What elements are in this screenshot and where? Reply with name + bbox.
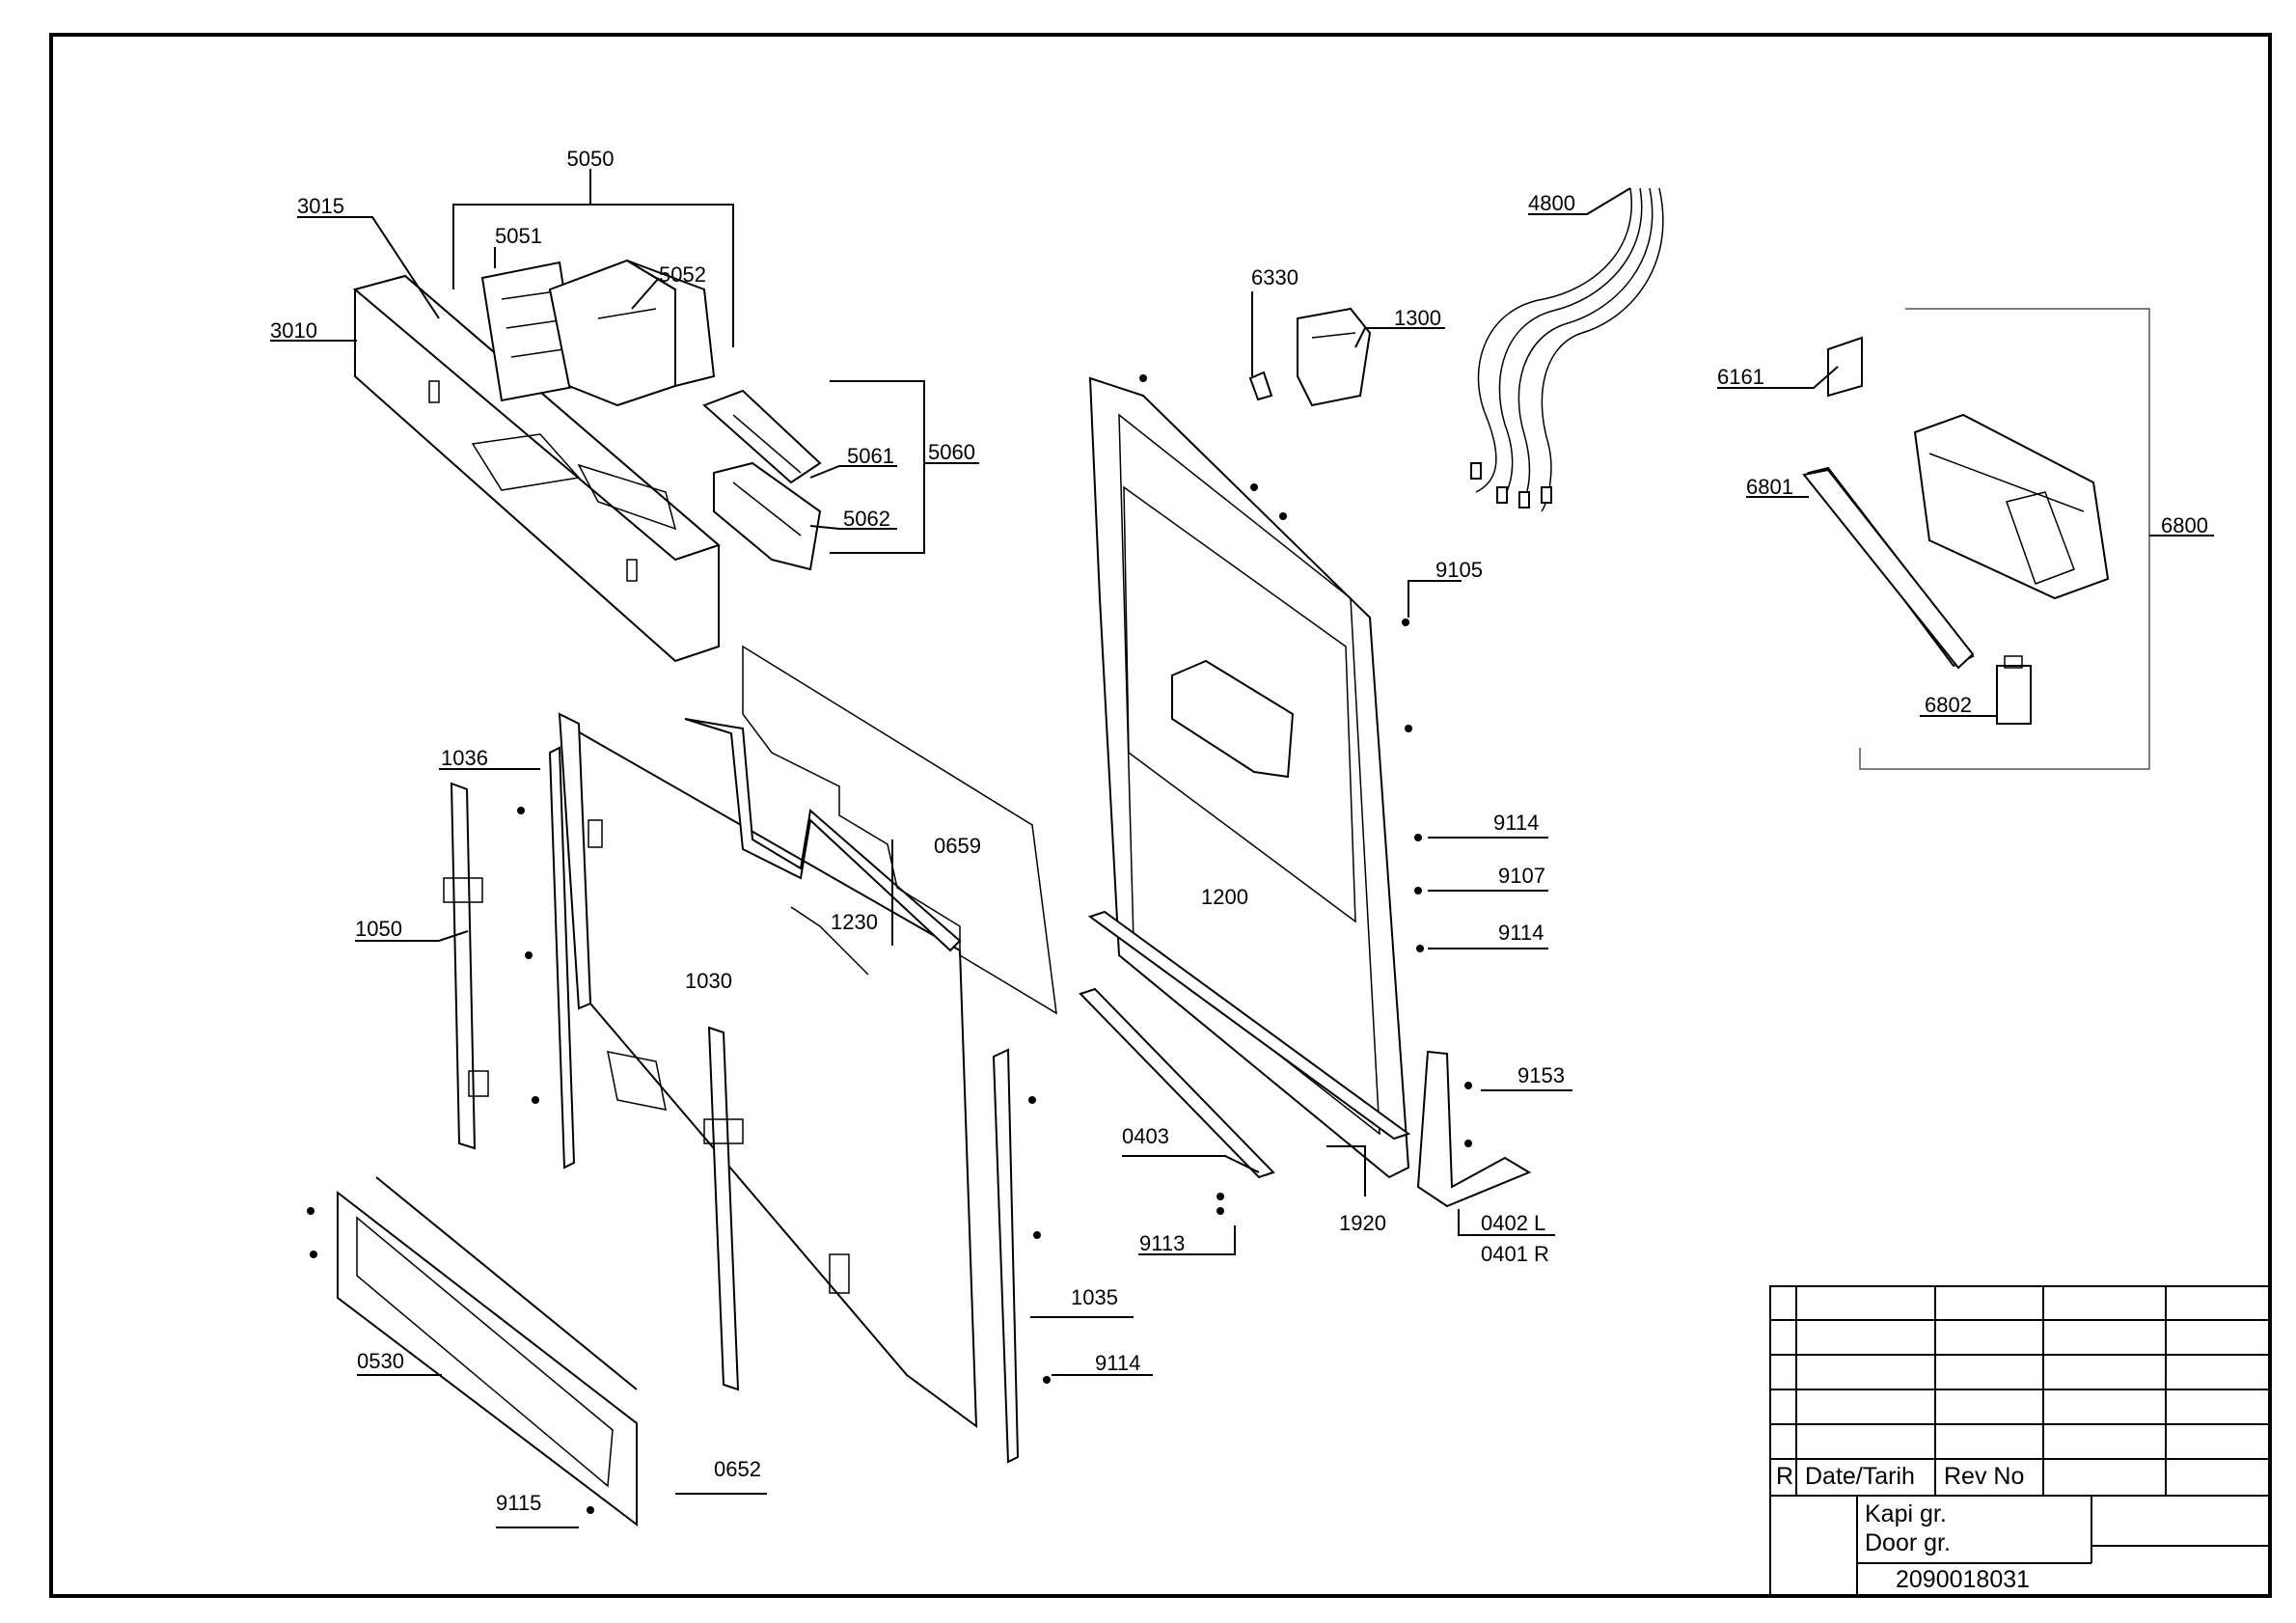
callout-5060: 5060	[928, 440, 975, 464]
dispenser-lever-6161	[1827, 336, 1863, 398]
callout-0402-l: 0402 L	[1481, 1211, 1545, 1235]
detergent-dispenser-6800	[1913, 413, 2110, 600]
callout-3010: 3010	[270, 318, 317, 343]
gasket-1230	[790, 906, 869, 976]
callout-6801: 6801	[1746, 475, 1793, 499]
callout-6161: 6161	[1717, 365, 1764, 389]
callout-1035: 1035	[1071, 1285, 1118, 1309]
switch-board-5061	[702, 389, 822, 484]
hinge-arm-1050b	[703, 1026, 744, 1391]
lock-hook-6330	[1248, 371, 1273, 401]
dispenser-seal-6801	[1802, 466, 1975, 670]
callout-1200: 1200	[1201, 885, 1248, 909]
leader-lines	[270, 169, 2214, 1528]
revision-letter: R	[1776, 1463, 1793, 1490]
hinge-0402	[1416, 1050, 1532, 1208]
callout-9114-c: 9114	[1095, 1351, 1140, 1375]
plinth-strip-0652	[375, 1176, 638, 1390]
callout-9113: 9113	[1139, 1231, 1185, 1255]
callout-0530: 0530	[357, 1349, 404, 1373]
callout-9114-a: 9114	[1493, 811, 1539, 835]
callout-0401-r: 0401 R	[1481, 1242, 1549, 1266]
date-header: Date/Tarih	[1805, 1463, 1915, 1490]
callout-3015: 3015	[297, 194, 344, 218]
callout-9107: 9107	[1498, 864, 1545, 888]
callout-1050: 1050	[355, 917, 402, 941]
group-brackets	[452, 204, 2150, 770]
callout-6800: 6800	[2161, 513, 2208, 537]
outer-door-1200	[1088, 376, 1410, 1179]
callout-1030: 1030	[685, 969, 732, 993]
callout-1300: 1300	[1394, 306, 1441, 330]
callout-0659: 0659	[934, 834, 981, 858]
callout-9153: 9153	[1517, 1063, 1565, 1087]
callout-9114-b: 9114	[1498, 921, 1544, 945]
callout-6330: 6330	[1251, 265, 1298, 289]
callout-5062: 5062	[843, 507, 890, 531]
control-board-5052	[548, 259, 716, 407]
callout-5050: 5050	[567, 147, 615, 171]
callout-9115: 9115	[496, 1491, 541, 1515]
callout-4800: 4800	[1528, 191, 1575, 215]
door-lock-1300	[1297, 307, 1372, 407]
side-profile-1036	[548, 746, 576, 1169]
hinge-arm-1050	[443, 782, 489, 1150]
callout-6802: 6802	[1925, 693, 1972, 717]
side-profile-1035	[992, 1048, 1020, 1464]
inner-door-1030	[558, 712, 978, 1429]
callout-5052: 5052	[659, 262, 706, 287]
strip-1920	[1087, 910, 1411, 1141]
drawing-frame	[49, 33, 2272, 1598]
callout-1036: 1036	[441, 746, 488, 770]
callout-0652: 0652	[714, 1457, 761, 1481]
rev-header: Rev No	[1944, 1463, 2024, 1490]
callout-9105: 9105	[1435, 558, 1483, 582]
wire-harness-4800	[1470, 187, 1664, 512]
callout-5061: 5061	[847, 444, 894, 468]
title-tr: Kapi gr.	[1865, 1500, 1947, 1527]
callout-5051: 5051	[495, 224, 542, 248]
title-block: R Date/Tarih Rev No Kapi gr. Door gr. 20…	[1769, 1285, 2271, 1597]
switch-board-5062	[713, 461, 822, 571]
callout-1920: 1920	[1339, 1211, 1386, 1235]
control-panel-3010	[352, 274, 721, 663]
callout-0403: 0403	[1122, 1124, 1169, 1148]
drawing-number: 2090018031	[1896, 1566, 2030, 1593]
callout-labels: 5050 3015 5051 5052 3010 5061 5060 5062 …	[270, 147, 2208, 1515]
callout-1230: 1230	[831, 910, 878, 934]
toe-kick-0530	[337, 1190, 638, 1527]
strip-0403	[1079, 987, 1275, 1179]
screws	[307, 374, 1472, 1514]
dispenser-valve-6802	[1996, 655, 2032, 725]
title-en: Door gr.	[1865, 1529, 1951, 1556]
